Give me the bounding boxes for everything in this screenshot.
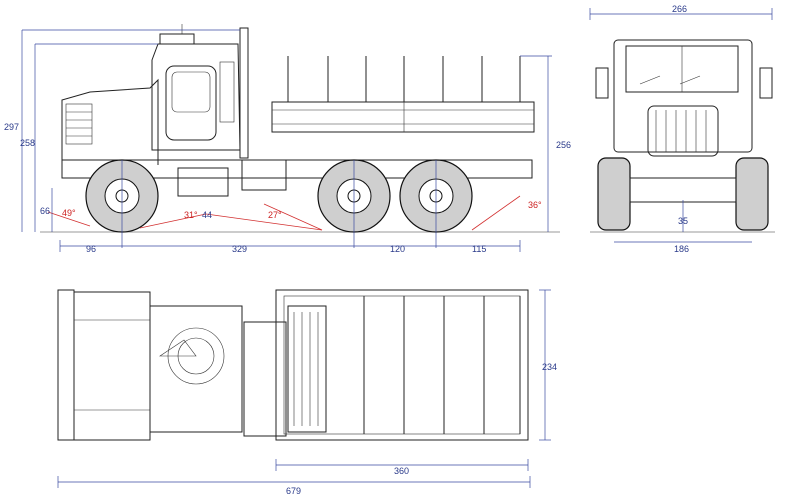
ground-clearance-label: 66 xyxy=(40,206,50,216)
rear-overhang-label: 115 xyxy=(472,244,486,254)
side-view xyxy=(21,24,560,252)
wheelbase-rear-label: 120 xyxy=(390,244,405,254)
bed-length-label: 360 xyxy=(394,466,409,476)
departure-angle-label: 36° xyxy=(528,200,542,210)
axle-clearance-label: 35 xyxy=(678,216,688,226)
bed-height-label: 256 xyxy=(556,140,571,150)
track-width-label: 186 xyxy=(674,244,689,254)
front-view xyxy=(589,8,775,243)
angle-44-label: 44 xyxy=(202,210,212,220)
overall-height-label: 297 xyxy=(4,122,19,132)
mid-angle-label: 27° xyxy=(268,210,282,220)
front-overhang-label: 96 xyxy=(86,244,96,254)
cab-height-label: 258 xyxy=(20,138,35,148)
front-rear-angle-label: 31° xyxy=(184,210,198,220)
approach-angle-label: 49° xyxy=(62,208,76,218)
wheelbase-front-label: 329 xyxy=(232,244,247,254)
top-view xyxy=(57,289,551,488)
overall-length-label: 679 xyxy=(286,486,301,496)
bed-width-label: 234 xyxy=(542,362,557,372)
overall-width-label: 266 xyxy=(672,4,687,14)
